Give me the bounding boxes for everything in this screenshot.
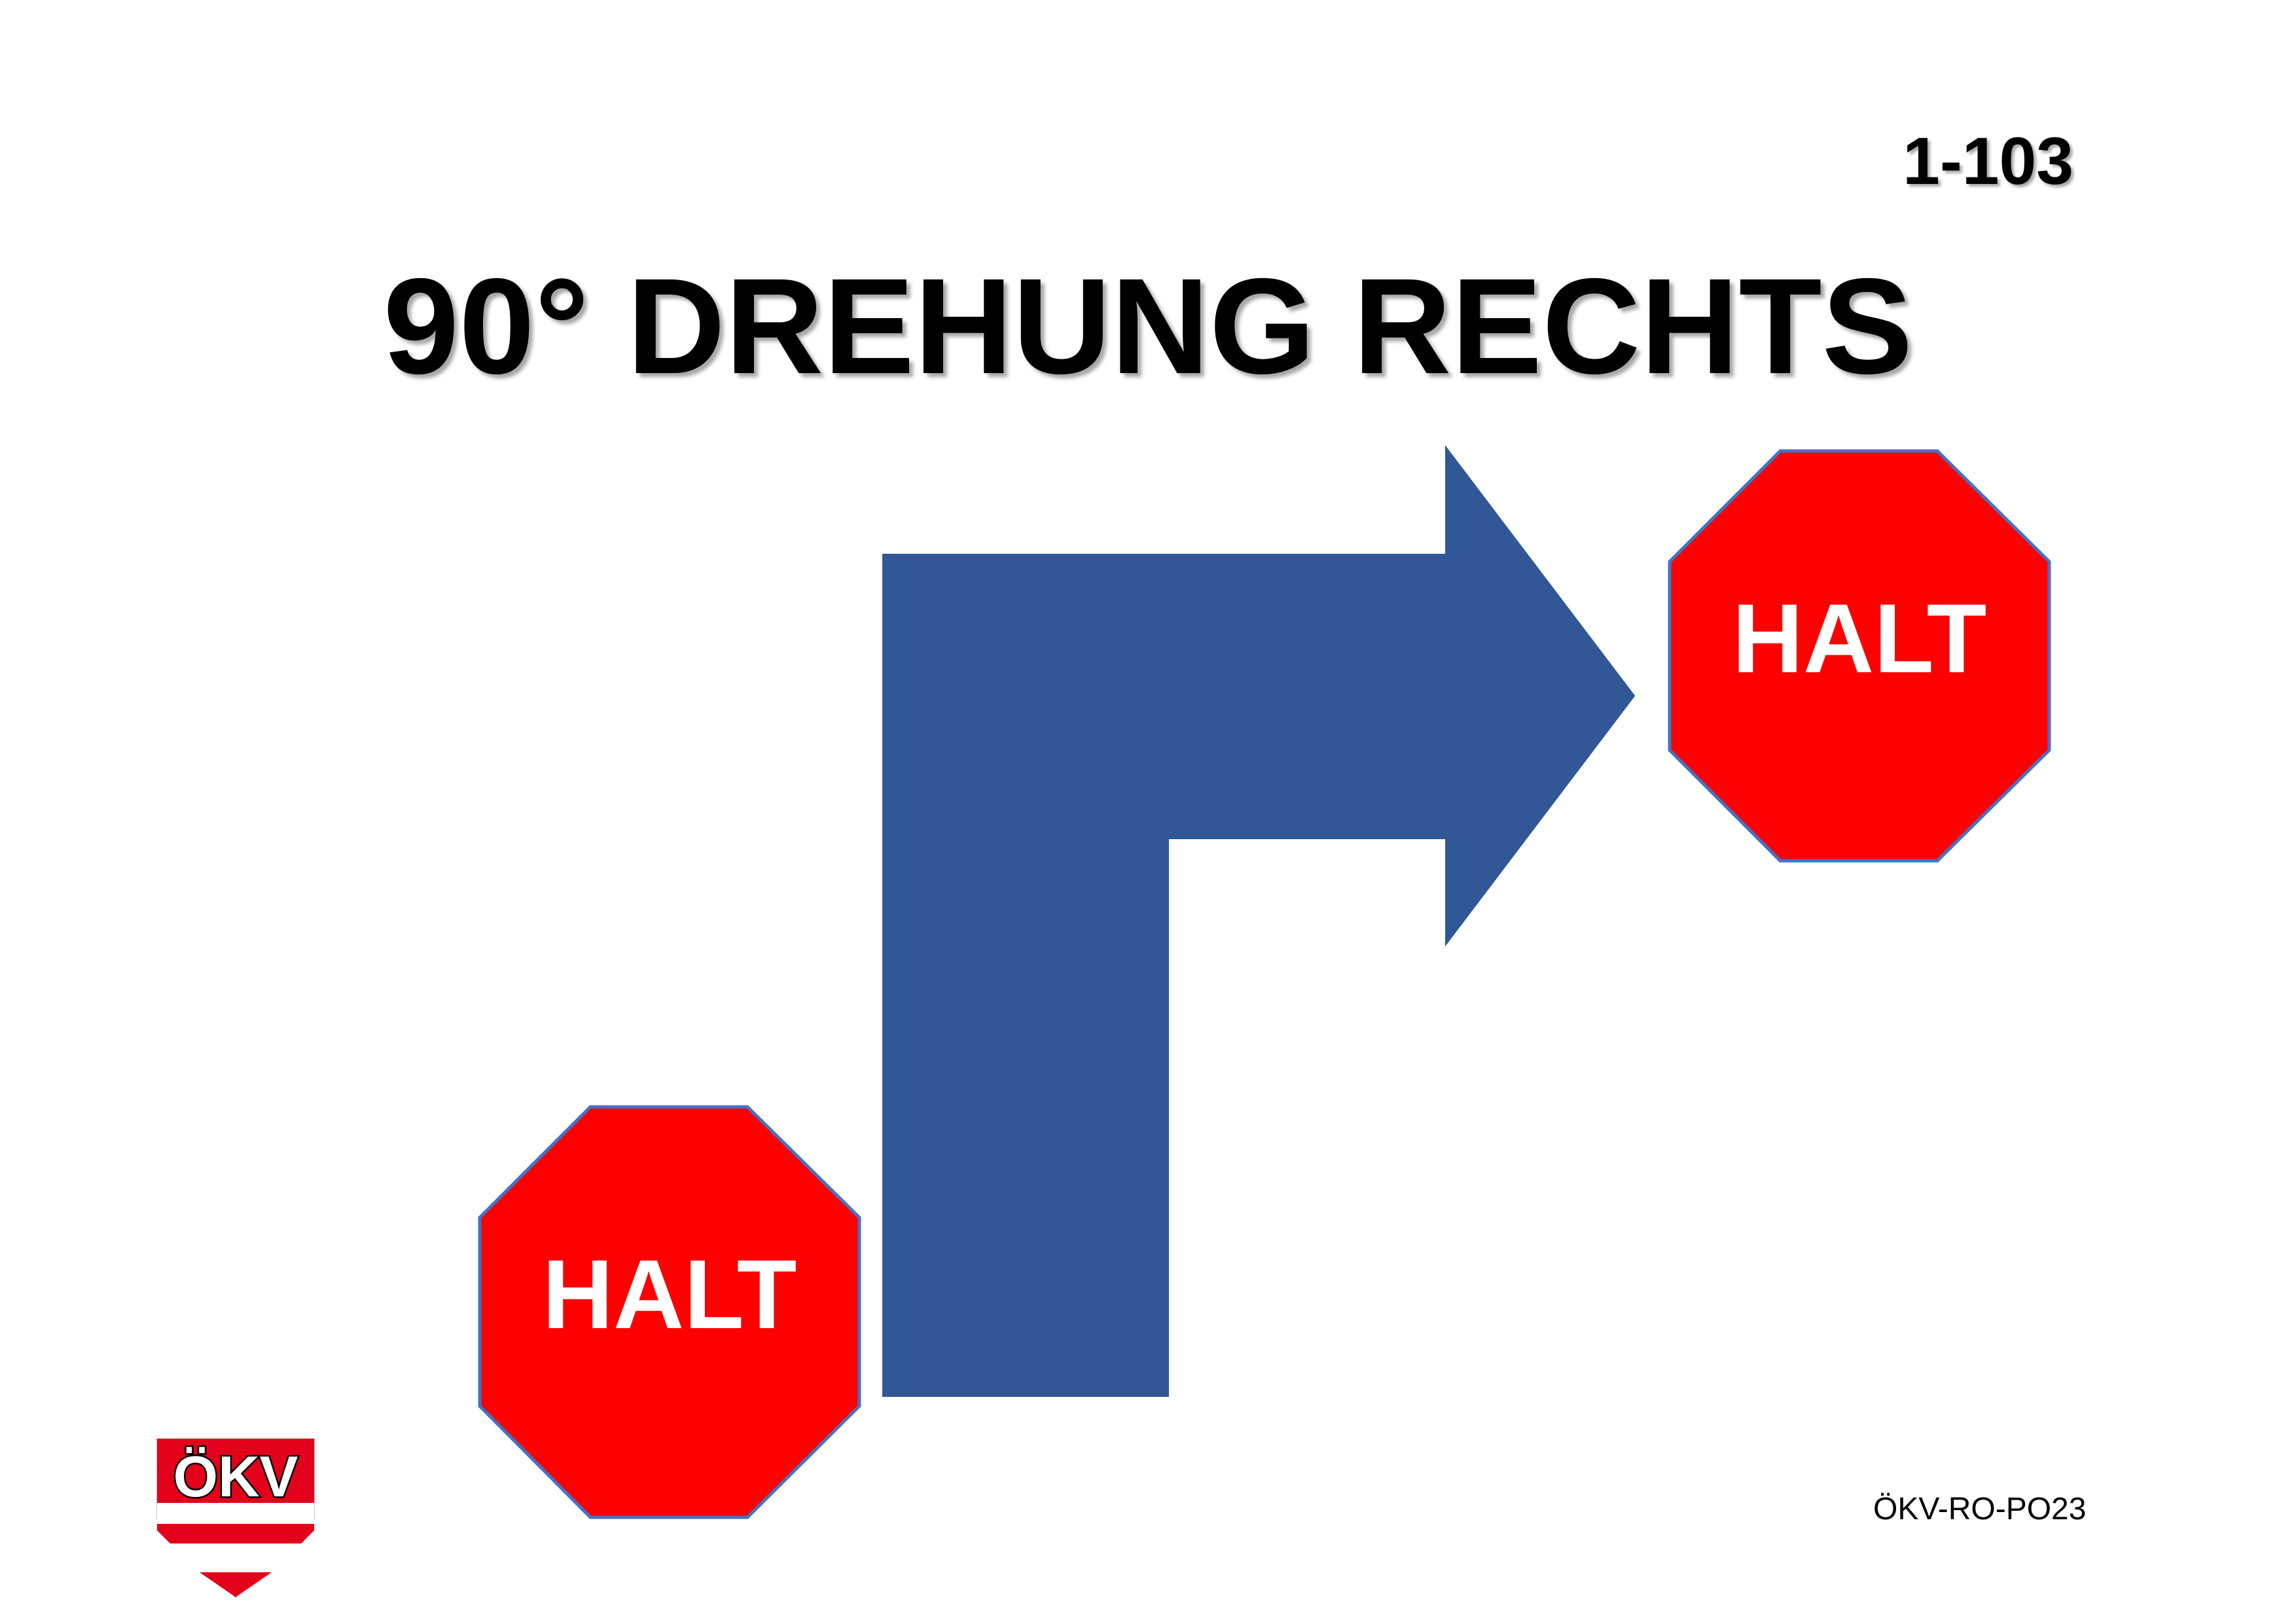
end-halt-label: HALT bbox=[1732, 583, 1987, 693]
start-stop-sign: HALT bbox=[478, 1105, 861, 1519]
document-code: ÖKV-RO-PO23 bbox=[1873, 1492, 2087, 1526]
okv-shield-logo: ÖKV bbox=[156, 1438, 315, 1598]
stop-sign-icon bbox=[1668, 449, 2051, 863]
sign-number: 1-103 bbox=[1903, 124, 2073, 198]
logo-text: ÖKV bbox=[173, 1444, 298, 1509]
right-turn-arrow-icon bbox=[882, 445, 1636, 1397]
stop-sign-icon bbox=[478, 1105, 861, 1519]
start-halt-label: HALT bbox=[543, 1239, 797, 1349]
page-title: 90° DREHUNG RECHTS bbox=[383, 251, 1913, 403]
end-stop-sign: HALT bbox=[1668, 449, 2051, 863]
